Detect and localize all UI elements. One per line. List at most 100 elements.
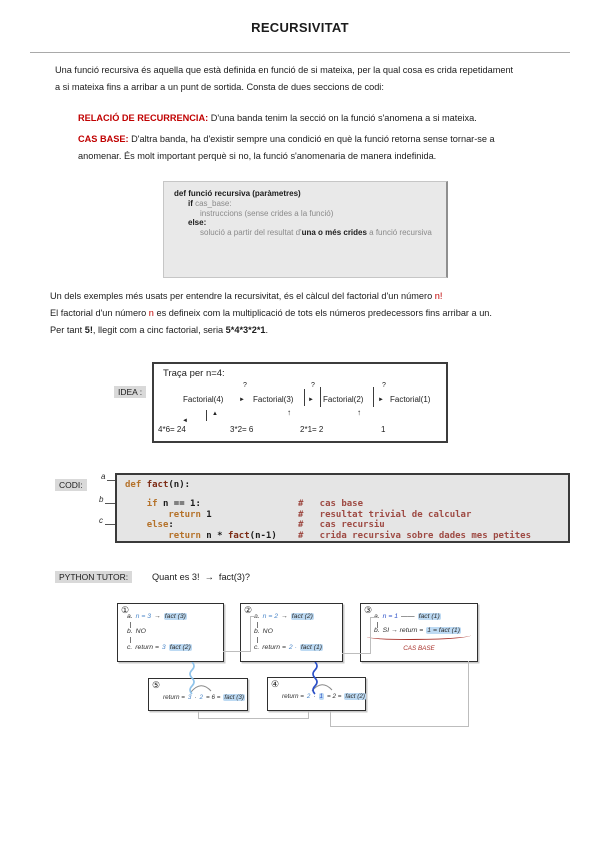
- question-mark: ?: [382, 382, 386, 389]
- bullet-recurrence: RELACIÓ DE RECURRENCIA: D'una banda teni…: [78, 110, 477, 127]
- factorial-l1-red: n!: [434, 291, 443, 301]
- connector-line: [250, 616, 251, 652]
- tutor-box-3: ③ a.n = 1——fact (1) b.SI → return =1 = f…: [360, 603, 478, 662]
- back-arrow-icon: ◄: [182, 418, 188, 424]
- step-number-3: ③: [364, 605, 373, 615]
- base-case-text-2: anomenar. És molt important perquè si no…: [78, 151, 437, 161]
- code-comment: # cas base: [298, 499, 364, 509]
- trace-title: Traça per n=4:: [163, 368, 225, 379]
- intro-paragraph: Una funció recursiva és aquella que està…: [55, 62, 513, 96]
- idea-trace-box: Traça per n=4: Factorial(4) ? ► Factoria…: [152, 362, 448, 443]
- idea-label: IDEA :: [114, 386, 147, 398]
- page-title: RECURSIVITAT: [251, 20, 349, 35]
- factorial-l2a: El factorial d'un número: [50, 308, 149, 318]
- flow-dash: [257, 637, 258, 643]
- up-arrow-icon: ↑: [357, 408, 361, 417]
- factorial-paragraph: Un dels exemples més usats per entendre …: [50, 288, 492, 339]
- code-comment: # cas recursiu: [298, 520, 385, 530]
- tutor-box-2: ② a.n = 2→fact (2) b.NO c.return =2 ·fac…: [240, 603, 343, 662]
- right-arrow-icon: ►: [239, 397, 245, 403]
- title-divider: [30, 52, 570, 53]
- connector-line: [468, 661, 469, 726]
- code-comment: # crida recursiva sobre dades mes petite…: [298, 530, 531, 541]
- annotation-b: b: [99, 495, 104, 504]
- code-line-return-rec: return n * fact(n-1)# crida recursiva so…: [168, 530, 531, 541]
- trace-bar: [206, 410, 207, 421]
- right-arrow-icon: →: [280, 613, 288, 620]
- tutor-box-5: ⑤ return =3·2= 6 =fact (3): [148, 678, 248, 711]
- connector-line: [370, 617, 371, 654]
- connector-line: [370, 617, 377, 618]
- factorial-5bang: 5!: [84, 325, 93, 335]
- dash-line: ——: [400, 613, 415, 620]
- trace-call-2: Factorial(2): [323, 395, 364, 404]
- step-number-4: ④: [271, 679, 280, 689]
- code-line-if: if n == 1:# cas base: [146, 499, 364, 509]
- trace-call-4: Factorial(4): [183, 395, 224, 404]
- annotation-a: a: [101, 472, 106, 481]
- pseudocode-box: def funció recursiva (paràmetres) if cas…: [163, 181, 448, 278]
- connector-line: [198, 718, 309, 719]
- question-mark: ?: [243, 382, 247, 389]
- flow-dash: [130, 637, 131, 643]
- connector-line: [330, 726, 469, 727]
- tutor-question: Quant es 3! → fact(3)?: [152, 572, 251, 582]
- trace-bar: [304, 389, 305, 406]
- trace-result-2: 2*1= 2: [300, 425, 324, 434]
- factorial-l3mid: , llegit com a cinc factorial, seria: [92, 325, 226, 335]
- pseudo-sol-bold: una o més crides: [301, 228, 367, 238]
- intro-line-2: a si mateixa fins a arribar a un punt de…: [55, 82, 384, 92]
- flow-dash: [377, 622, 378, 628]
- code-line-else: else:# cas recursiu: [146, 520, 385, 530]
- right-arrow-icon: ►: [308, 397, 314, 403]
- codi-label: CODI:: [55, 479, 87, 491]
- step-number-5: ⑤: [152, 680, 161, 690]
- python-tutor-label: PYTHON TUTOR:: [55, 571, 133, 583]
- connector-line: [330, 711, 331, 727]
- pseudo-if-cond: cas_base:: [195, 198, 232, 208]
- up-arrow-icon: ↑: [287, 408, 291, 417]
- trace-call-3: Factorial(3): [253, 395, 294, 404]
- right-arrow-icon: →: [153, 613, 161, 620]
- pseudo-line-def: def funció recursiva (paràmetres): [174, 189, 301, 198]
- step-number-2: ②: [244, 605, 253, 615]
- wavy-link-dark: [312, 662, 318, 695]
- base-case-label: CAS BASE:: [78, 134, 129, 144]
- wavy-link-light: [189, 662, 195, 695]
- pseudo-if-keyword: if: [188, 198, 196, 208]
- trace-result-1: 1: [381, 425, 386, 434]
- code-comment: # resultat trivial de calcular: [298, 509, 472, 520]
- question-mark: ?: [311, 382, 315, 389]
- code-box: def fact(n): if n == 1:# cas base return…: [115, 473, 570, 543]
- flow-dash: [257, 622, 258, 628]
- pseudo-sol-2: a funció recursiva: [366, 228, 432, 238]
- factorial-l2b: es defineix com la multiplicació de tots…: [153, 308, 492, 318]
- connector-line: [342, 653, 370, 654]
- connector-line: [308, 711, 309, 719]
- connector-line: [223, 651, 250, 652]
- factorial-l3end: .: [265, 325, 269, 335]
- trace-bar: [373, 387, 374, 407]
- factorial-l2-red: n: [148, 308, 154, 318]
- up-arrow-icon: ▲: [212, 411, 218, 417]
- base-case-text-1: D'altra banda, ha d'existir sempre una c…: [128, 134, 495, 144]
- trace-result-24: 4*6= 24: [158, 425, 186, 434]
- recurrence-label: RELACIÓ DE RECURRENCIA:: [78, 113, 209, 123]
- tutor-box-4: ④ return =2·1= 2 =fact (2): [267, 677, 366, 711]
- step-number-1: ①: [121, 605, 130, 615]
- factorial-l3a: Per tant: [50, 325, 85, 335]
- annotation-c: c: [99, 516, 103, 525]
- trace-call-1: Factorial(1): [390, 395, 431, 404]
- cas-base-underline: [367, 632, 471, 640]
- cas-base-caption: CAS BASE: [403, 645, 435, 652]
- code-line-def: def fact(n):: [125, 480, 191, 490]
- intro-line-1: Una funció recursiva és aquella que està…: [55, 65, 514, 75]
- pseudo-line-else: else:: [188, 218, 207, 228]
- pseudo-line-instructions: instruccions (sense crides a la funció): [200, 208, 334, 218]
- code-line-return1: return 1# resultat trivial de calcular: [168, 509, 472, 520]
- connector-line: [250, 616, 257, 617]
- curve-arrow-icon: [190, 685, 212, 693]
- pseudo-sol-1: solució a partir del resultat d': [200, 228, 302, 238]
